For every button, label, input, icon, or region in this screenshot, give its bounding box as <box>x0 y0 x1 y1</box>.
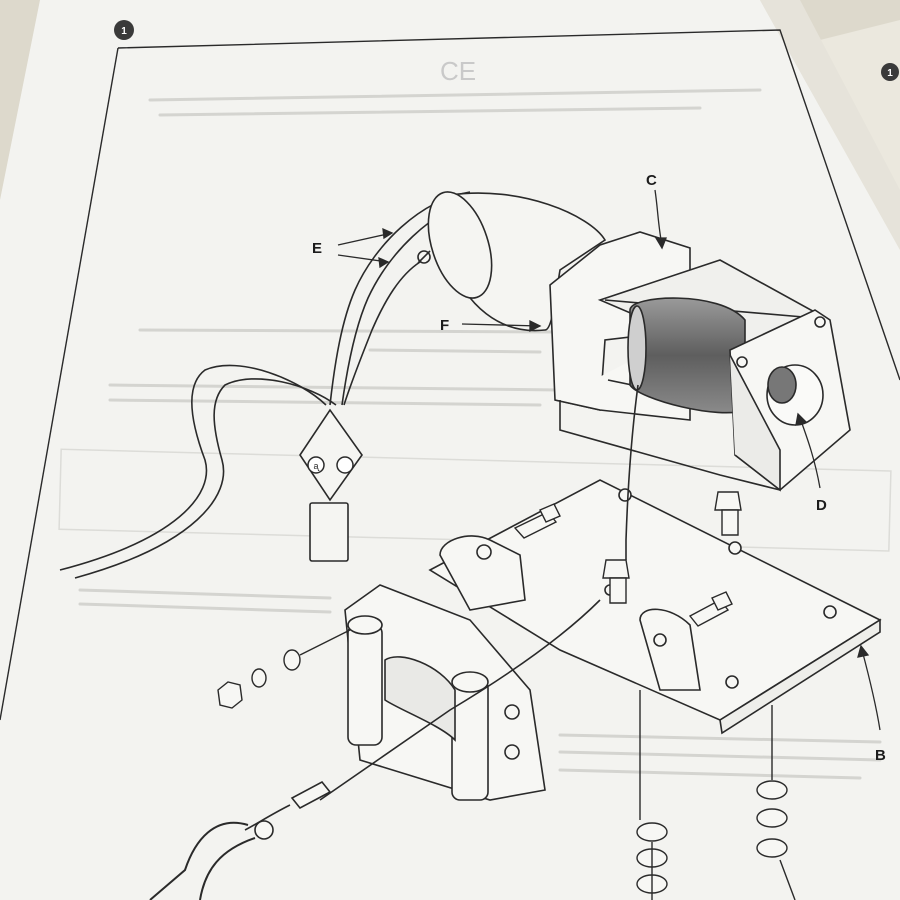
label-F: F <box>440 317 449 334</box>
page-border-left <box>0 47 119 721</box>
winch-housing <box>549 231 851 492</box>
svg-text:ᶏ: ᶏ <box>313 461 319 471</box>
winch-motor <box>417 191 607 332</box>
show-through-text <box>78 88 882 780</box>
page-number-badge: 1 <box>114 20 134 40</box>
label-D: D <box>816 497 827 514</box>
label-B: B <box>875 747 886 764</box>
label-C: C <box>646 172 657 189</box>
page-number: 1 <box>121 26 127 37</box>
label-E: E <box>312 240 322 257</box>
page-edge-shadow <box>760 0 900 250</box>
winch-cable-hook <box>149 384 639 900</box>
label-leaders <box>337 189 881 731</box>
wire-connector: ᶏ <box>299 408 363 562</box>
next-page-number-badge: 1 <box>881 63 899 81</box>
page-border <box>117 29 900 381</box>
mounting-plate <box>428 479 882 735</box>
next-page-number: 1 <box>887 68 893 79</box>
hardware-nut-washers-left <box>217 629 351 709</box>
ce-mark: CE <box>440 56 476 86</box>
mounting-bolts <box>513 491 742 627</box>
hardware-washers-lower <box>636 690 796 900</box>
